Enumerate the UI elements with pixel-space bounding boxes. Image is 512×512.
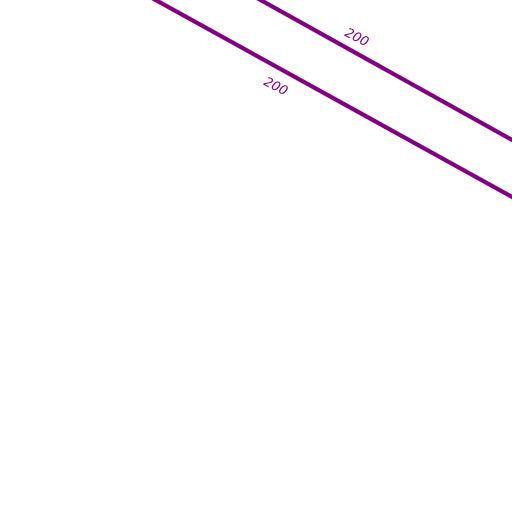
route-line-lower[interactable] <box>151 0 512 200</box>
route-line-upper[interactable] <box>256 0 512 143</box>
route-upper[interactable]: 200 <box>256 0 512 143</box>
route-lower[interactable]: 200 <box>151 0 512 200</box>
route-label-lower: 200 <box>261 75 290 100</box>
